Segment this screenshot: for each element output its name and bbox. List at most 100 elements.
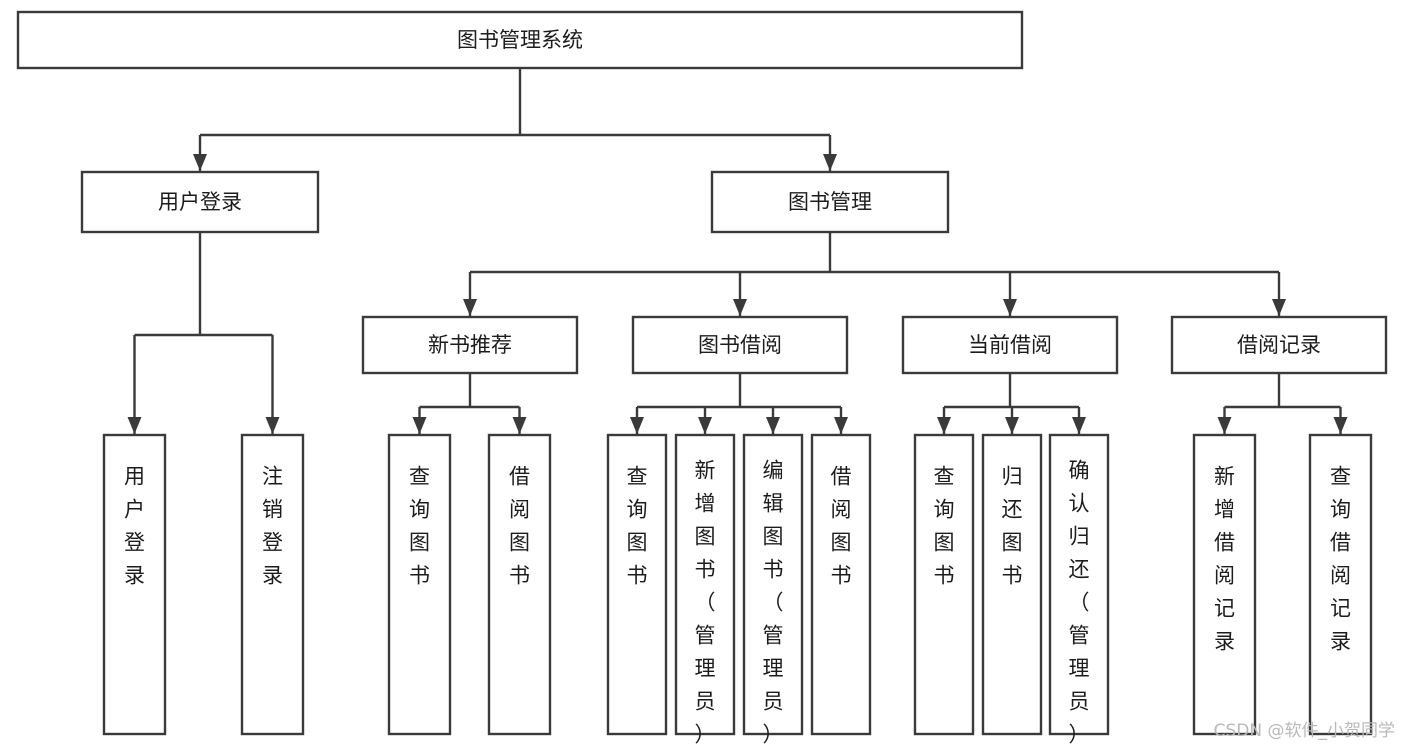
node-label: 当前借阅 (968, 333, 1052, 357)
node-box (631, 315, 849, 375)
arrow-head-icon (1003, 299, 1017, 316)
arrow-head-icon (412, 417, 427, 434)
arrow-head-icon (834, 417, 848, 434)
node-label-char: 图 (627, 531, 648, 555)
arrow-head-icon (193, 154, 207, 171)
node-layer: 图书管理系统用户登录图书管理新书推荐图书借阅当前借阅借阅记录用户登录注销登录查询… (16, 10, 1388, 747)
arrow-head-icon (1217, 417, 1232, 434)
node-label-char: 理 (695, 657, 716, 681)
arrow-head-icon (823, 154, 837, 171)
node-box (487, 433, 552, 736)
node-box (1048, 433, 1110, 736)
node-label-char: 查 (934, 465, 955, 489)
node-label-char: ） (763, 723, 784, 747)
node-label-char: 借 (1214, 531, 1235, 555)
node-box (674, 433, 736, 736)
node-label-char: 图 (409, 531, 430, 555)
arrow-head-icon (733, 299, 747, 316)
node-label-char: 管 (763, 624, 784, 648)
node-label-char: 确 (1069, 459, 1090, 483)
connector-layer (127, 68, 1348, 434)
node-box (16, 10, 1024, 70)
node-label-char: （ (1069, 591, 1090, 615)
node-borrow-record[interactable]: 借阅记录 (1170, 315, 1388, 375)
node-label-char: 员 (763, 690, 784, 714)
node-label-char: ） (1069, 723, 1090, 747)
node-box (913, 433, 975, 736)
node-label-char: 理 (1069, 657, 1090, 681)
node-label-char: 书 (409, 564, 430, 588)
node-label-char: 书 (934, 564, 955, 588)
arrow-head-icon (1005, 417, 1019, 434)
node-label-char: 还 (1002, 498, 1023, 522)
node-label-char: 记 (1330, 597, 1351, 621)
node-label-char: 询 (627, 498, 648, 522)
node-label-char: 阅 (1330, 564, 1351, 588)
node-label-char: 询 (409, 498, 430, 522)
node-leaf-user-login[interactable]: 用户登录 (102, 433, 167, 736)
node-label-char: 增 (1214, 498, 1235, 522)
node-label-char: 借 (1330, 531, 1351, 555)
node-label-char: 户 (124, 498, 145, 522)
arrow-head-icon (463, 299, 477, 316)
node-label-char: 查 (627, 465, 648, 489)
node-book-manage[interactable]: 图书管理 (710, 170, 950, 234)
node-label-char: 用 (124, 465, 145, 489)
node-box (102, 433, 167, 736)
node-label-char: 新 (1214, 465, 1235, 489)
arrow-head-icon (766, 417, 780, 434)
node-label: 图书管理系统 (457, 28, 583, 52)
node-root[interactable]: 图书管理系统 (16, 10, 1024, 70)
node-label-char: 询 (1330, 498, 1351, 522)
node-label-char: 辑 (763, 492, 784, 516)
node-box (901, 315, 1119, 375)
node-label-char: （ (695, 591, 716, 615)
node-box (1192, 433, 1257, 736)
arrow-head-icon (698, 417, 712, 434)
node-label-char: 管 (695, 624, 716, 648)
node-new-book-rec[interactable]: 新书推荐 (361, 315, 579, 375)
node-box (361, 315, 579, 375)
node-book-borrow[interactable]: 图书借阅 (631, 315, 849, 375)
node-label-char: 还 (1069, 558, 1090, 582)
arrow-head-icon (512, 417, 527, 434)
node-label-char: 书 (763, 558, 784, 582)
node-label: 借阅记录 (1237, 333, 1321, 357)
node-box (606, 433, 668, 736)
node-box (80, 170, 320, 234)
node-label-char: 管 (1069, 624, 1090, 648)
node-label-char: 书 (695, 558, 716, 582)
node-label-char: 新 (695, 459, 716, 483)
node-label-char: 录 (1214, 630, 1235, 654)
node-label-char: 阅 (831, 498, 852, 522)
node-label-char: 认 (1069, 492, 1090, 516)
node-box (387, 433, 452, 736)
arrow-head-icon (1272, 299, 1286, 316)
arrow-head-icon (265, 417, 280, 434)
node-label-char: 录 (1330, 630, 1351, 654)
node-user-login[interactable]: 用户登录 (80, 170, 320, 234)
node-label-char: 查 (409, 465, 430, 489)
node-box (742, 433, 804, 736)
node-label-char: 注 (262, 465, 283, 489)
node-label-char: 书 (627, 564, 648, 588)
node-box (710, 170, 950, 234)
node-current-borrow[interactable]: 当前借阅 (901, 315, 1119, 375)
node-label-char: 图 (695, 525, 716, 549)
node-label-char: 书 (1002, 564, 1023, 588)
node-label-char: （ (763, 591, 784, 615)
node-label-char: 编 (763, 459, 784, 483)
